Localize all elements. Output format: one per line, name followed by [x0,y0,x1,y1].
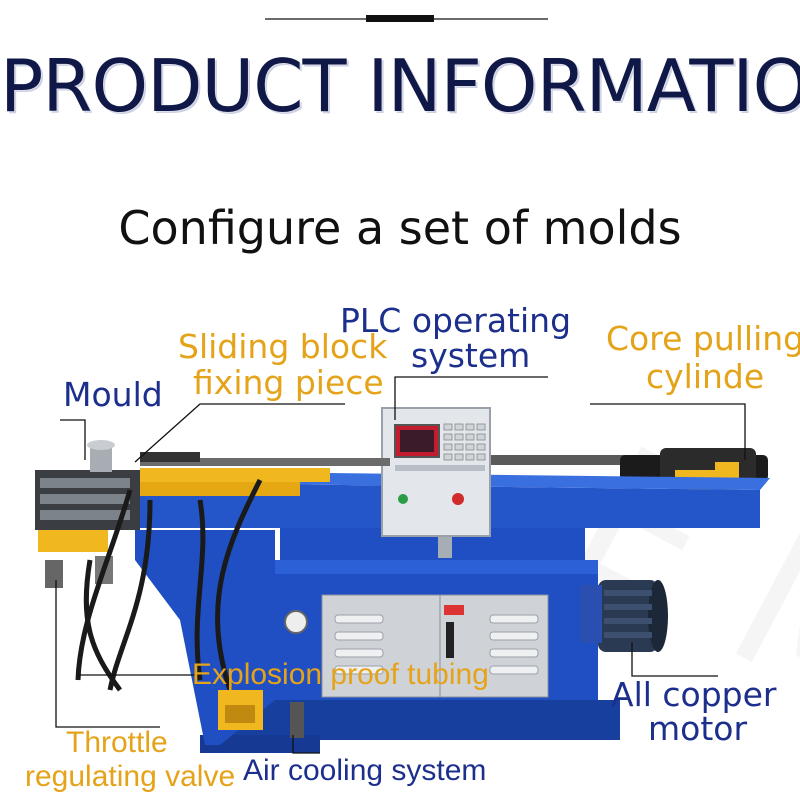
label-air-cooling-system: Air cooling system [243,754,487,787]
leader-lines [55,376,746,754]
label-sliding-block-line2: fixing piece [193,363,384,402]
page-title: PRODUCT INFORMATION [0,44,800,128]
label-motor-line1: All copper [611,675,777,714]
cabinet-doors [284,594,549,738]
hydraulic-hoses [75,478,263,692]
valve-block [218,690,263,730]
label-core-pulling-line1: Core pulling [606,319,800,358]
label-plc-line1: PLC operating [340,301,572,340]
copper-motor [580,580,668,652]
label-mould: Mould [63,375,163,414]
plc-control-panel [381,407,491,558]
label-throttle-line1: Throttle [66,726,168,759]
page-subtitle: Configure a set of molds [118,201,682,255]
mould-head [35,440,140,588]
label-core-pulling-line2: cylinde [646,357,765,396]
label-plc-line2: system [411,336,531,375]
label-throttle-line2: regulating valve [25,760,236,793]
label-explosion-proof-tubing: Explosion proof tubing [192,658,489,691]
label-sliding-block-line1: Sliding block [178,327,388,366]
header-rule [265,15,548,22]
label-motor-line2: motor [648,709,748,748]
